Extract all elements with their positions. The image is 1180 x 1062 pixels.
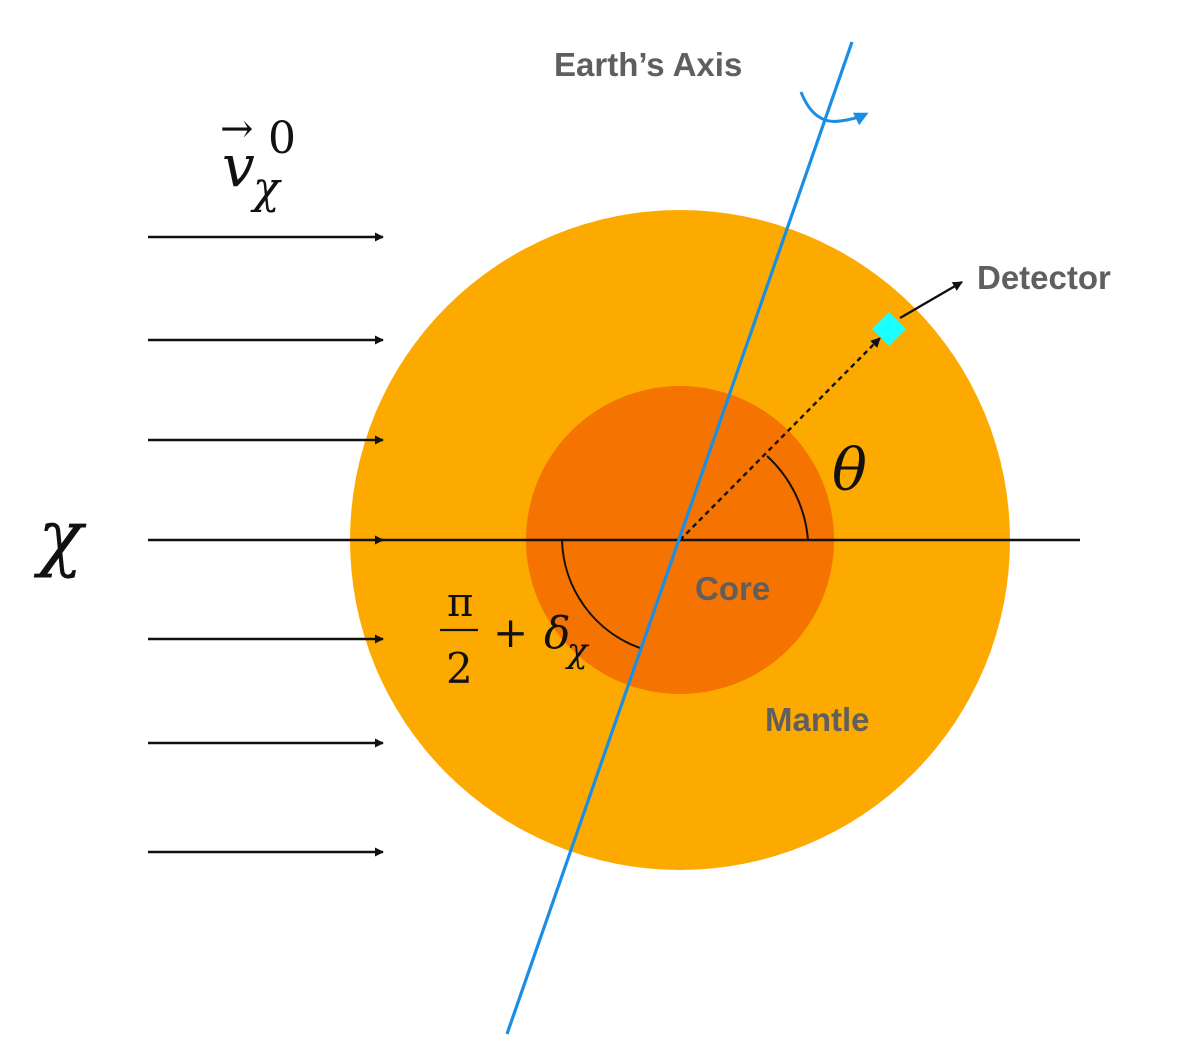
particle-chi-label: χ: [33, 494, 87, 580]
mantle-label: Mantle: [765, 701, 870, 738]
velocity-v: v: [222, 132, 255, 200]
velocity-label: → v χ 0: [220, 106, 296, 214]
flux-arrows: [148, 232, 384, 857]
plus-symbol: +: [493, 608, 528, 657]
detector-label: Detector: [977, 259, 1111, 296]
core-label: Core: [695, 570, 770, 607]
velocity-vector-arrow: →: [220, 106, 254, 152]
earth-axis-label: Earth’s Axis: [554, 46, 742, 83]
detector-direction: [679, 337, 881, 541]
delta-symbol: δ: [544, 608, 571, 659]
rotation-arrow-icon: [799, 91, 869, 126]
theta-arc: [766, 455, 809, 541]
delta-subscript-chi: χ: [565, 631, 590, 671]
pi-over-two-plus-delta-label: π 2 + δ χ: [440, 580, 590, 693]
two-symbol: 2: [446, 644, 473, 693]
velocity-subscript-chi: χ: [250, 163, 282, 214]
pi-symbol: π: [447, 580, 473, 626]
delta-arc: [561, 539, 641, 649]
detector-marker: [872, 312, 906, 346]
detector-pointer: [899, 280, 963, 320]
earth-axis-line: [505, 41, 854, 1035]
theta-label: θ: [832, 436, 867, 504]
velocity-superscript-zero: 0: [268, 113, 296, 164]
